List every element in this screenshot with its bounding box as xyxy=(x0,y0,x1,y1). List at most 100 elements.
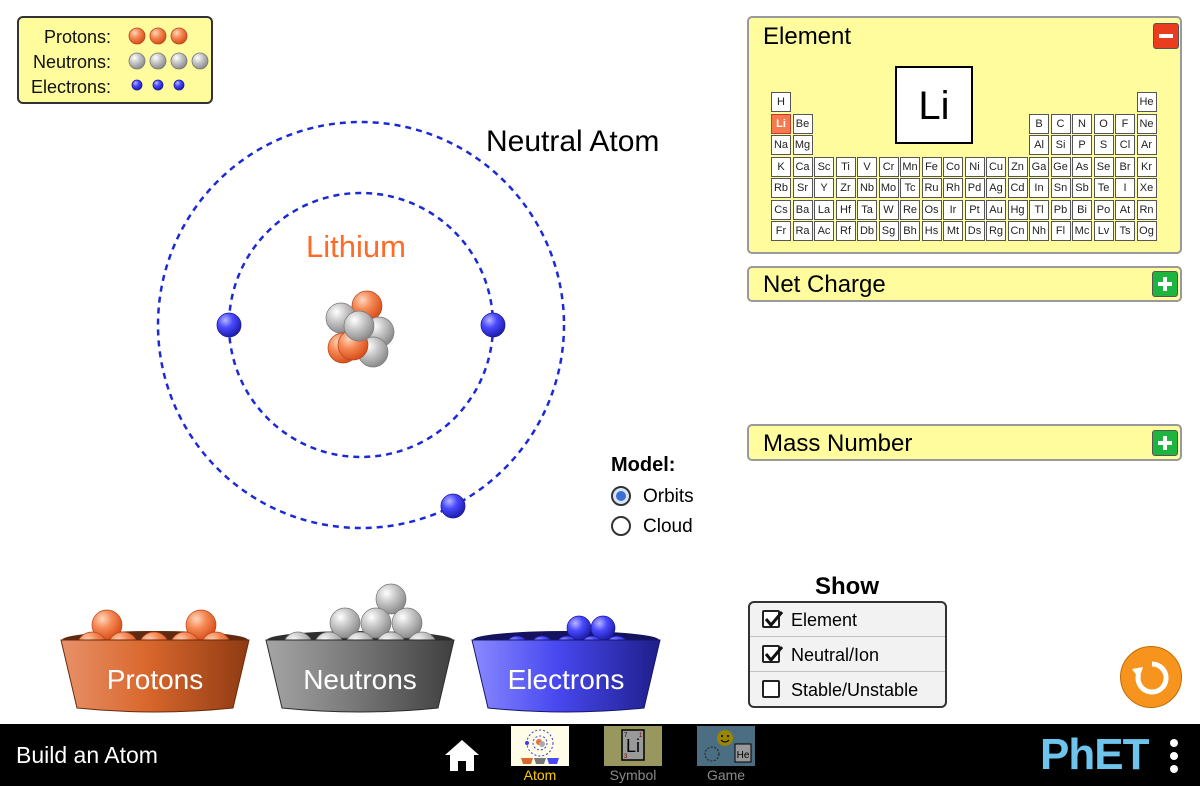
periodic-table-cell-hf[interactable]: Hf xyxy=(835,199,856,220)
periodic-table-cell-fl[interactable]: Fl xyxy=(1050,221,1071,241)
neutrons-bucket[interactable] xyxy=(265,583,455,713)
periodic-table-cell-w[interactable]: W xyxy=(878,199,899,220)
periodic-table-cell-ta[interactable]: Ta xyxy=(857,199,877,220)
periodic-table-cell-ar[interactable]: Ar xyxy=(1136,135,1157,155)
radio-button-icon[interactable] xyxy=(611,516,631,536)
periodic-table-cell-k[interactable]: K xyxy=(771,156,791,177)
periodic-table-cell-ti[interactable]: Ti xyxy=(835,156,856,177)
periodic-table-cell-pt[interactable]: Pt xyxy=(964,199,985,220)
periodic-table-cell-ir[interactable]: Ir xyxy=(943,199,963,220)
show-stable-unstable-checkbox[interactable]: Stable/Unstable xyxy=(750,673,945,706)
periodic-table-cell-f[interactable]: F xyxy=(1115,113,1135,134)
periodic-table-cell-ds[interactable]: Ds xyxy=(964,221,985,241)
periodic-table-cell-ts[interactable]: Ts xyxy=(1115,221,1135,241)
periodic-table-cell-cs[interactable]: Cs xyxy=(771,199,791,220)
periodic-table-cell-si[interactable]: Si xyxy=(1050,135,1071,155)
periodic-table-cell-nb[interactable]: Nb xyxy=(857,178,877,198)
reset-all-button[interactable] xyxy=(1120,646,1182,708)
periodic-table-cell-mo[interactable]: Mo xyxy=(878,178,899,198)
electron[interactable] xyxy=(216,312,242,338)
periodic-table-cell-br[interactable]: Br xyxy=(1115,156,1135,177)
periodic-table-cell-hg[interactable]: Hg xyxy=(1007,199,1028,220)
periodic-table-cell-s[interactable]: S xyxy=(1093,135,1114,155)
periodic-table-cell-hs[interactable]: Hs xyxy=(921,221,942,241)
periodic-table-cell-zr[interactable]: Zr xyxy=(835,178,856,198)
periodic-table-cell-i[interactable]: I xyxy=(1115,178,1135,198)
periodic-table-cell-zn[interactable]: Zn xyxy=(1007,156,1028,177)
periodic-table-cell-re[interactable]: Re xyxy=(900,199,920,220)
checkbox-checked-icon[interactable] xyxy=(762,645,784,663)
periodic-table-cell-rh[interactable]: Rh xyxy=(943,178,963,198)
periodic-table-cell-bh[interactable]: Bh xyxy=(900,221,920,241)
periodic-table-cell-sg[interactable]: Sg xyxy=(878,221,899,241)
periodic-table-cell-bi[interactable]: Bi xyxy=(1072,199,1092,220)
electron[interactable] xyxy=(480,312,506,338)
phet-logo[interactable]: PhET xyxy=(1040,730,1149,779)
collapse-element-button[interactable] xyxy=(1153,23,1179,49)
periodic-table-cell-rf[interactable]: Rf xyxy=(835,221,856,241)
periodic-table-cell-be[interactable]: Be xyxy=(792,113,813,134)
home-button[interactable] xyxy=(443,737,481,773)
periodic-table-cell-ac[interactable]: Ac xyxy=(814,221,834,241)
radio-button-icon[interactable] xyxy=(611,486,631,506)
periodic-table-cell-mn[interactable]: Mn xyxy=(900,156,920,177)
periodic-table-cell-au[interactable]: Au xyxy=(986,199,1006,220)
periodic-table-cell-mg[interactable]: Mg xyxy=(792,135,813,155)
electrons-bucket[interactable] xyxy=(471,615,661,713)
periodic-table-cell-sn[interactable]: Sn xyxy=(1050,178,1071,198)
periodic-table-cell-h[interactable]: H xyxy=(771,92,791,112)
periodic-table-cell-mc[interactable]: Mc xyxy=(1072,221,1092,241)
periodic-table-cell-as[interactable]: As xyxy=(1072,156,1092,177)
periodic-table-cell-o[interactable]: O xyxy=(1093,113,1114,134)
protons-bucket[interactable] xyxy=(60,609,250,713)
periodic-table-cell-se[interactable]: Se xyxy=(1093,156,1114,177)
periodic-table-cell-ga[interactable]: Ga xyxy=(1029,156,1049,177)
periodic-table-cell-v[interactable]: V xyxy=(857,156,877,177)
periodic-table-cell-ru[interactable]: Ru xyxy=(921,178,942,198)
periodic-table-cell-pd[interactable]: Pd xyxy=(964,178,985,198)
periodic-table-cell-ni[interactable]: Ni xyxy=(964,156,985,177)
game-screen-button[interactable]: He Game xyxy=(694,724,758,786)
periodic-table-cell-ne[interactable]: Ne xyxy=(1136,113,1157,134)
periodic-table-cell-os[interactable]: Os xyxy=(921,199,942,220)
periodic-table-cell-xe[interactable]: Xe xyxy=(1136,178,1157,198)
periodic-table-cell-db[interactable]: Db xyxy=(857,221,877,241)
show-neutral-ion-checkbox[interactable]: Neutral/Ion xyxy=(750,638,945,672)
periodic-table-cell-nh[interactable]: Nh xyxy=(1029,221,1049,241)
show-element-checkbox[interactable]: Element xyxy=(750,603,945,637)
periodic-table-cell-pb[interactable]: Pb xyxy=(1050,199,1071,220)
periodic-table-cell-og[interactable]: Og xyxy=(1136,221,1157,241)
periodic-table-cell-cr[interactable]: Cr xyxy=(878,156,899,177)
options-menu-icon[interactable] xyxy=(1168,739,1180,773)
periodic-table-cell-he[interactable]: He xyxy=(1136,92,1157,112)
periodic-table-cell-y[interactable]: Y xyxy=(814,178,834,198)
periodic-table-cell-fe[interactable]: Fe xyxy=(921,156,942,177)
periodic-table-cell-rn[interactable]: Rn xyxy=(1136,199,1157,220)
periodic-table-cell-tl[interactable]: Tl xyxy=(1029,199,1049,220)
periodic-table-cell-b[interactable]: B xyxy=(1029,113,1049,134)
periodic-table-cell-n[interactable]: N xyxy=(1072,113,1092,134)
atom-screen-button[interactable]: Atom xyxy=(508,724,572,786)
checkbox-checked-icon[interactable] xyxy=(762,610,784,628)
expand-mass-number-button[interactable] xyxy=(1152,430,1178,456)
periodic-table-cell-la[interactable]: La xyxy=(814,199,834,220)
periodic-table-cell-rg[interactable]: Rg xyxy=(986,221,1006,241)
periodic-table-cell-ba[interactable]: Ba xyxy=(792,199,813,220)
periodic-table-cell-tc[interactable]: Tc xyxy=(900,178,920,198)
periodic-table-cell-al[interactable]: Al xyxy=(1029,135,1049,155)
periodic-table-cell-cn[interactable]: Cn xyxy=(1007,221,1028,241)
periodic-table-cell-cu[interactable]: Cu xyxy=(986,156,1006,177)
periodic-table-cell-lv[interactable]: Lv xyxy=(1093,221,1114,241)
expand-net-charge-button[interactable] xyxy=(1152,271,1178,297)
periodic-table-cell-ca[interactable]: Ca xyxy=(792,156,813,177)
periodic-table-cell-ge[interactable]: Ge xyxy=(1050,156,1071,177)
periodic-table-cell-cl[interactable]: Cl xyxy=(1115,135,1135,155)
periodic-table-cell-te[interactable]: Te xyxy=(1093,178,1114,198)
nucleus[interactable] xyxy=(325,290,395,368)
periodic-table-cell-kr[interactable]: Kr xyxy=(1136,156,1157,177)
periodic-table-cell-po[interactable]: Po xyxy=(1093,199,1114,220)
periodic-table-cell-na[interactable]: Na xyxy=(771,135,791,155)
symbol-screen-button[interactable]: Li 7 1 3 Symbol xyxy=(601,724,665,786)
periodic-table-cell-sc[interactable]: Sc xyxy=(814,156,834,177)
periodic-table-cell-rb[interactable]: Rb xyxy=(771,178,791,198)
